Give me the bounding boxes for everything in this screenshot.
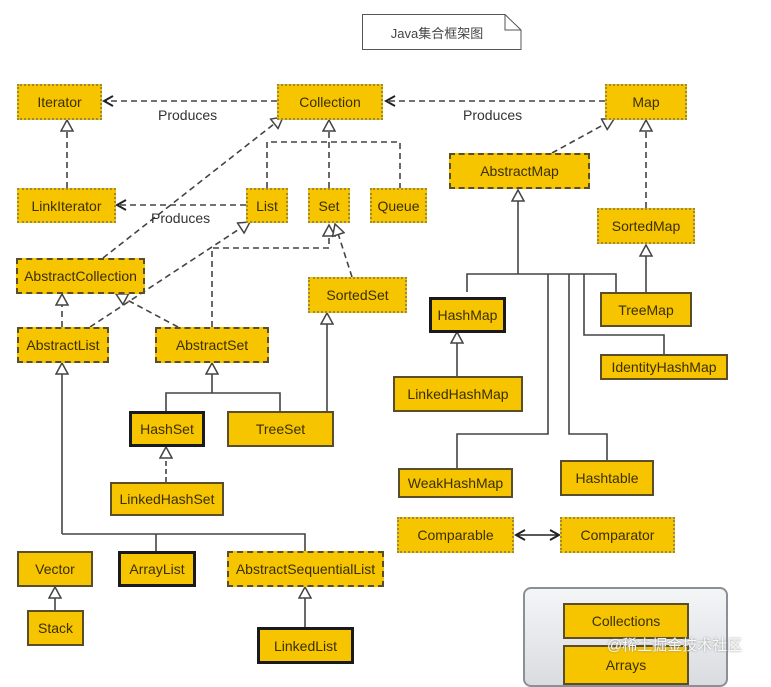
produces-label-list-linkiterator: Produces xyxy=(151,210,211,226)
edge-list-queue-bus xyxy=(266,141,401,188)
node-collections[interactable]: Collections xyxy=(563,603,689,639)
edge-hashset-treeset-bus xyxy=(165,392,281,411)
node-weakhashmap[interactable]: WeakHashMap xyxy=(398,468,513,498)
node-vector[interactable]: Vector xyxy=(17,551,93,587)
node-linkiterator[interactable]: LinkIterator xyxy=(17,188,116,223)
node-set[interactable]: Set xyxy=(308,188,350,223)
node-identityhashmap[interactable]: IdentityHashMap xyxy=(600,354,728,380)
node-treemap[interactable]: TreeMap xyxy=(600,292,692,327)
node-hashmap[interactable]: HashMap xyxy=(429,297,506,333)
node-sortedmap[interactable]: SortedMap xyxy=(597,208,695,244)
node-linkedhashset[interactable]: LinkedHashSet xyxy=(110,482,224,516)
node-collection[interactable]: Collection xyxy=(277,84,383,120)
node-iterator[interactable]: Iterator xyxy=(17,84,102,120)
edge-maps-bus xyxy=(466,273,617,292)
title-note: Java集合框架图 xyxy=(362,14,522,50)
node-treeset[interactable]: TreeSet xyxy=(227,411,334,447)
node-abstractsequentiallist[interactable]: AbstractSequentialList xyxy=(227,551,384,587)
node-queue[interactable]: Queue xyxy=(370,188,427,223)
produces-label-map-collection: Produces xyxy=(463,107,523,123)
node-abstractlist[interactable]: AbstractList xyxy=(17,327,109,363)
node-linkedhashmap[interactable]: LinkedHashMap xyxy=(393,376,523,412)
node-stack[interactable]: Stack xyxy=(27,610,84,646)
produces-label-collection-iterator: Produces xyxy=(158,107,218,123)
node-comparable[interactable]: Comparable xyxy=(397,517,514,553)
node-sortedset[interactable]: SortedSet xyxy=(308,277,407,313)
edge-abstractcollection-collection xyxy=(102,117,283,259)
edge-abstractmap-map xyxy=(551,119,614,154)
node-abstractmap[interactable]: AbstractMap xyxy=(449,153,590,189)
edge-weakhashmap xyxy=(456,274,549,468)
node-abstractcollection[interactable]: AbstractCollection xyxy=(16,258,145,294)
edge-abstractlist-list xyxy=(89,222,250,328)
node-arraylist[interactable]: ArrayList xyxy=(118,551,196,587)
node-hashset[interactable]: HashSet xyxy=(129,411,205,447)
node-comparator[interactable]: Comparator xyxy=(560,517,675,553)
node-map[interactable]: Map xyxy=(605,84,687,120)
edge-abstractset-abstractcollection xyxy=(116,294,179,328)
node-abstractset[interactable]: AbstractSet xyxy=(155,327,269,363)
watermark: @稀土掘金技术社区 xyxy=(607,637,743,654)
edge-hashtable xyxy=(568,274,608,460)
node-linkedlist[interactable]: LinkedList xyxy=(257,627,354,664)
edge-identityhashmap xyxy=(583,274,665,354)
edge-lists-bus xyxy=(62,533,306,551)
note-shape xyxy=(362,14,522,50)
edge-sortedset-set xyxy=(335,224,353,278)
diagram-title: Java集合框架图 xyxy=(390,25,484,41)
node-hashtable[interactable]: Hashtable xyxy=(560,460,654,496)
node-list[interactable]: List xyxy=(246,188,288,223)
